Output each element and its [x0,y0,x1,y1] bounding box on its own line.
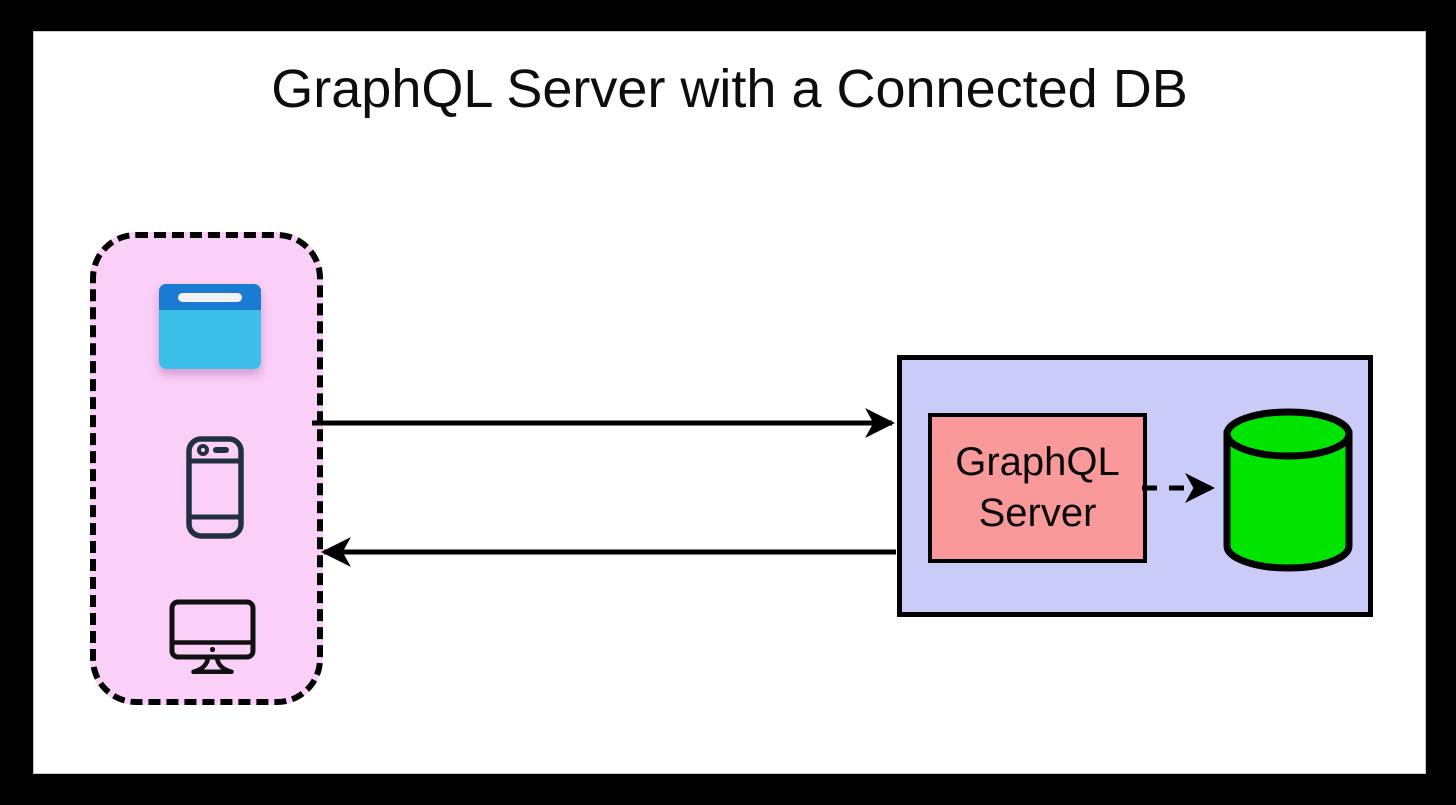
desktop-computer-icon [169,599,256,675]
browser-icon-page-area [159,310,261,369]
smartphone-icon [186,436,244,539]
diagram-title: GraphQL Server with a Connected DB [271,59,1188,119]
clients-group-zone [90,232,323,705]
browser-icon-address-bar [178,293,242,302]
browser-icon-toolbar [159,284,261,310]
browser-icon [159,284,261,369]
database-cylinder-icon [1223,408,1353,572]
graphql-server-label: GraphQL Server [955,440,1120,535]
server-group-zone: GraphQL Server [897,355,1373,617]
graphql-server-node: GraphQL Server [928,413,1147,563]
diagram-canvas: GraphQL Server with a Connected DB [34,32,1425,773]
